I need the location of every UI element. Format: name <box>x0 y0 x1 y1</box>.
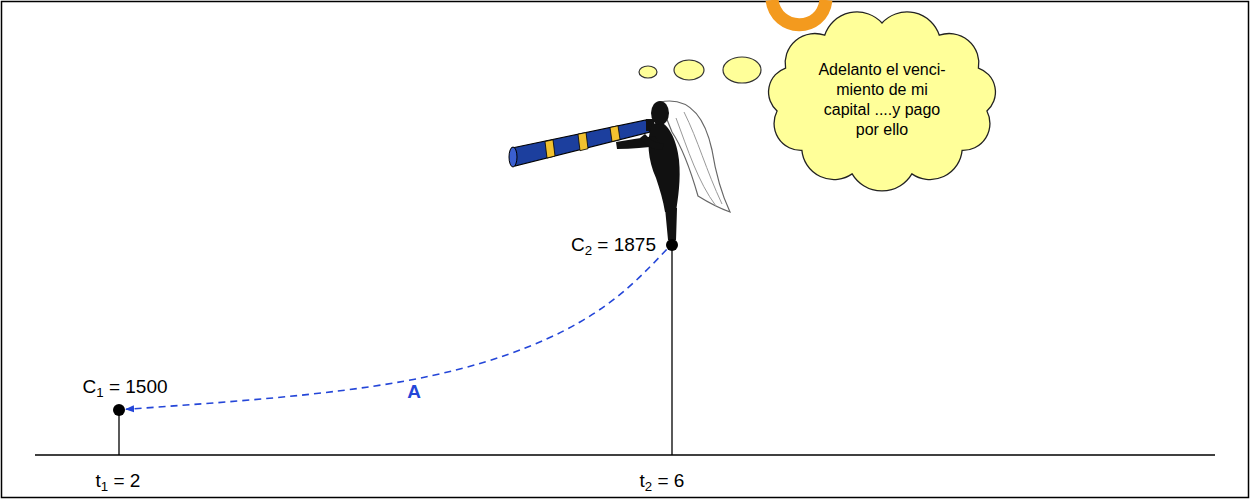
cape-fold <box>684 112 722 204</box>
capital-point: C2 = 1875 <box>666 239 678 251</box>
symbol-value: = 6 <box>652 470 684 491</box>
capital-label: C2 = 1875 <box>571 234 656 256</box>
symbol-letter: C <box>82 376 96 397</box>
thought-cloud: Adelanto el venci- miento de mi capital … <box>758 5 1006 195</box>
symbol-value: = 1875 <box>592 234 656 255</box>
telescope-lens <box>509 147 517 167</box>
orange-arc <box>772 0 826 25</box>
time-marker-line <box>671 245 672 455</box>
symbol-subscript: 1 <box>96 385 103 400</box>
figure-arm <box>640 134 664 150</box>
time-label: t1 = 2 <box>96 470 141 492</box>
symbol-subscript: 2 <box>645 479 652 494</box>
thought-text: Adelanto el venci- miento de mi capital … <box>813 60 951 140</box>
symbol-subscript: 1 <box>101 479 108 494</box>
capital-point: C1 = 1500 <box>113 404 125 416</box>
figure-body <box>649 122 680 212</box>
telescope-band <box>545 140 555 158</box>
capital-label: C1 = 1500 <box>82 376 167 398</box>
thought-bubble <box>674 60 704 80</box>
symbol-value: = 2 <box>108 470 140 491</box>
symbol-letter: t <box>640 470 645 491</box>
discount-arrow <box>126 249 667 409</box>
symbol-letter: t <box>96 470 101 491</box>
telescope-band <box>610 126 620 142</box>
symbol-value: = 1500 <box>104 376 168 397</box>
figure-head <box>651 101 669 125</box>
thought-bubble <box>639 66 657 78</box>
symbol-subscript: 2 <box>585 243 592 258</box>
telescope-band <box>578 133 588 151</box>
cloud-outline <box>769 12 996 191</box>
arrow-label: A <box>404 381 424 403</box>
cape-fold <box>676 118 716 206</box>
time-label: t2 = 6 <box>640 470 685 492</box>
cloud-shape <box>758 5 1006 195</box>
figure-legs <box>665 208 677 240</box>
time-marker-line <box>118 410 119 455</box>
symbol-letter: C <box>571 234 585 255</box>
thought-bubble <box>723 57 761 83</box>
time-axis <box>35 454 1215 455</box>
